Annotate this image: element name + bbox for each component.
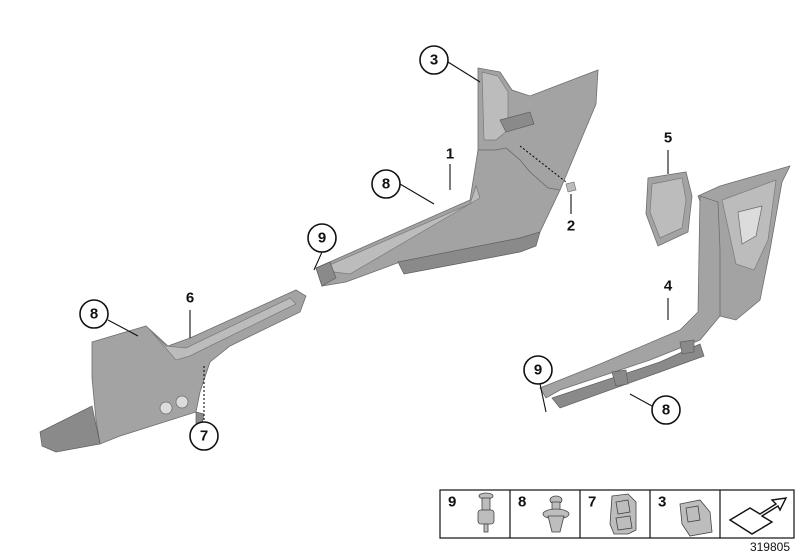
svg-text:2: 2 xyxy=(567,218,575,235)
sill-trim-upper xyxy=(315,67,599,287)
clip-icon xyxy=(609,493,637,535)
svg-text:9: 9 xyxy=(534,362,542,379)
svg-text:3: 3 xyxy=(430,52,438,69)
leader-8-right xyxy=(629,393,653,407)
callout-8-left: 8 xyxy=(79,299,109,329)
legend-item-expanding-rivet: 8 xyxy=(518,494,570,533)
legend-item-clamp: 3 xyxy=(658,494,713,537)
expanding-rivet-icon xyxy=(542,495,570,533)
svg-text:7: 7 xyxy=(588,494,596,511)
callout-3: 3 xyxy=(419,45,449,75)
svg-text:8: 8 xyxy=(90,306,98,323)
callout-7: 7 xyxy=(189,421,219,451)
leader-2-dashed xyxy=(519,145,567,183)
svg-text:9: 9 xyxy=(448,494,456,511)
svg-text:5: 5 xyxy=(664,130,672,147)
svg-text:8: 8 xyxy=(662,402,670,419)
svg-text:6: 6 xyxy=(186,290,194,307)
callout-8-mid: 8 xyxy=(371,169,401,199)
push-rivet-icon xyxy=(477,492,495,533)
leader-9-mid xyxy=(313,251,323,271)
leader-8-left xyxy=(107,319,139,337)
legend-item-clip: 7 xyxy=(588,493,637,535)
svg-text:8: 8 xyxy=(518,494,526,511)
arrow-icon xyxy=(728,497,788,535)
callout-8-right: 8 xyxy=(651,395,681,425)
part-4-sill-trim xyxy=(539,165,791,409)
leader-8-mid xyxy=(399,183,435,205)
svg-text:8: 8 xyxy=(382,176,390,193)
callout-5: 5 xyxy=(664,130,672,147)
svg-text:9: 9 xyxy=(318,230,326,247)
part-2-cap xyxy=(565,181,577,193)
callout-2: 2 xyxy=(567,218,575,235)
leader-3 xyxy=(447,61,481,83)
callout-4: 4 xyxy=(664,278,673,295)
callout-6: 6 xyxy=(186,290,194,307)
diagram-number: 319805 xyxy=(749,540,790,554)
fastener-legend: 9 8 7 xyxy=(439,489,795,539)
part-6-sill-trim xyxy=(39,289,307,453)
svg-text:1: 1 xyxy=(446,146,454,163)
callout-9-right: 9 xyxy=(523,355,553,385)
svg-text:7: 7 xyxy=(200,428,208,445)
part-5-panel xyxy=(645,171,693,247)
callout-1: 1 xyxy=(446,146,454,163)
legend-item-arrow xyxy=(728,497,788,535)
svg-text:3: 3 xyxy=(658,494,666,511)
svg-text:4: 4 xyxy=(664,278,673,295)
clamp-icon xyxy=(679,499,713,537)
legend-item-push-rivet: 9 xyxy=(448,492,495,533)
leader-9-right xyxy=(539,383,547,413)
callout-9-mid: 9 xyxy=(307,223,337,253)
